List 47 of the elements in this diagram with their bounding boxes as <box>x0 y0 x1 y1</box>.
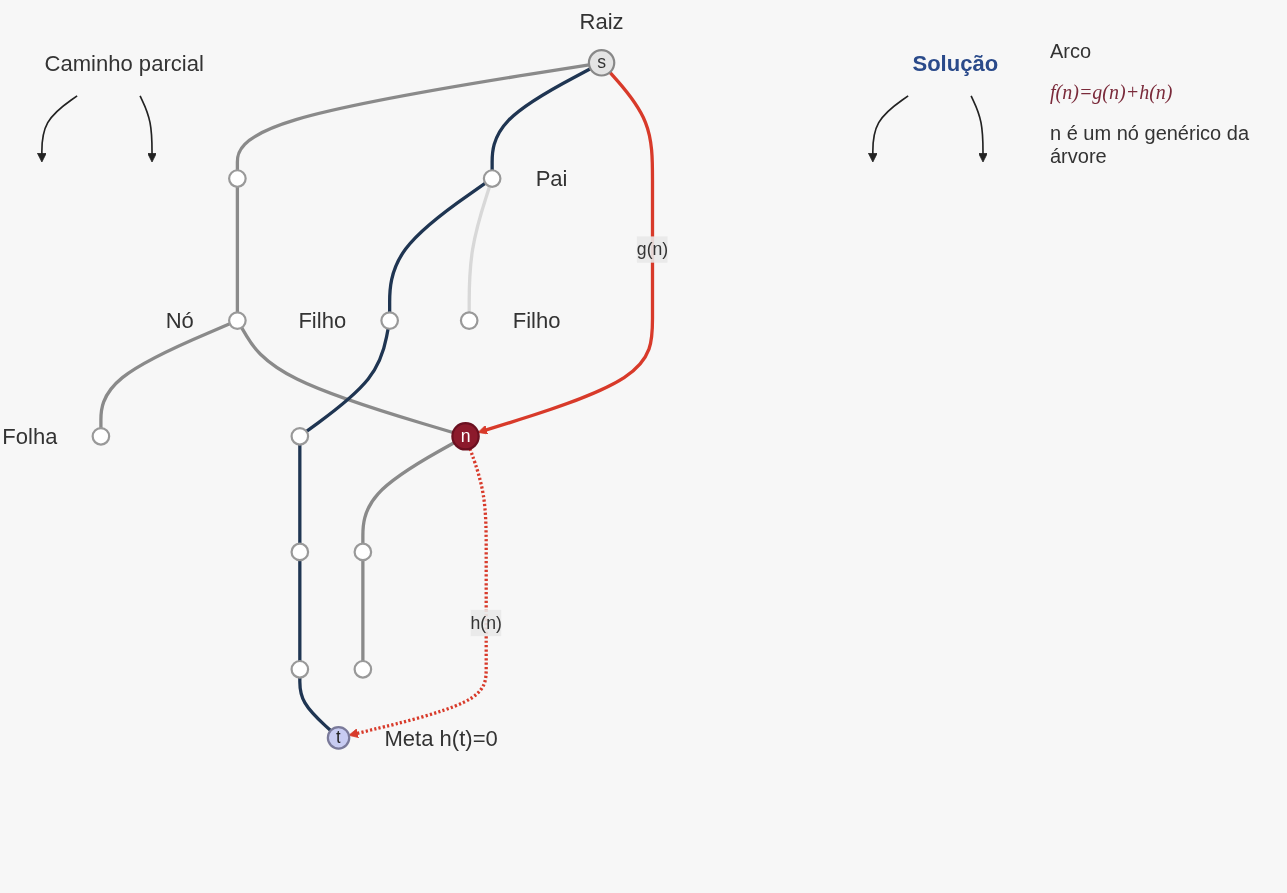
note-text: Arco <box>1050 40 1093 63</box>
arrow <box>139 94 157 162</box>
connector <box>361 440 455 544</box>
node-circle <box>353 659 373 679</box>
connector <box>298 444 302 544</box>
edge-label: g(n) <box>636 239 669 258</box>
node-circle: t <box>326 725 351 750</box>
node-label: Filho <box>298 308 347 333</box>
connector <box>305 327 390 433</box>
arrow <box>868 94 909 162</box>
note-text: f(n)=g(n)+h(n) <box>1050 81 1174 104</box>
node-circle <box>91 426 111 446</box>
arrow <box>477 70 655 434</box>
node-circle <box>228 310 247 330</box>
connector <box>240 326 454 434</box>
connector <box>490 66 592 170</box>
node-label: Nó <box>165 308 194 333</box>
arrow <box>37 94 78 162</box>
edge-label: h(n) <box>470 612 502 632</box>
connector <box>235 186 240 312</box>
connector <box>388 181 487 312</box>
arrow <box>970 94 988 162</box>
arrow <box>348 447 488 738</box>
node-label: Meta h(t)=0 <box>384 725 498 750</box>
node-label: Pai <box>535 165 568 191</box>
connector <box>298 559 302 661</box>
connector <box>99 321 231 428</box>
node-circle <box>353 542 373 561</box>
node-label: Filho <box>512 308 561 333</box>
node-circle <box>380 310 400 330</box>
node-label: Raiz <box>579 8 624 33</box>
note-text: n é um nó genérico da árvore <box>1050 122 1251 168</box>
node-circle: n <box>451 421 480 451</box>
node-circle <box>290 426 310 446</box>
node-circle: s <box>587 48 616 77</box>
node-circle <box>459 310 479 330</box>
connector <box>361 559 365 661</box>
node-circle <box>290 542 310 561</box>
node-circle <box>482 168 502 188</box>
node-label: Folha <box>2 423 58 448</box>
connector <box>235 62 590 170</box>
connector <box>298 677 332 732</box>
node-text: Solução <box>912 50 999 75</box>
node-text: Caminho parcial <box>44 50 204 75</box>
node-circle <box>228 168 247 188</box>
connector <box>467 185 492 312</box>
node-circle <box>290 659 310 679</box>
